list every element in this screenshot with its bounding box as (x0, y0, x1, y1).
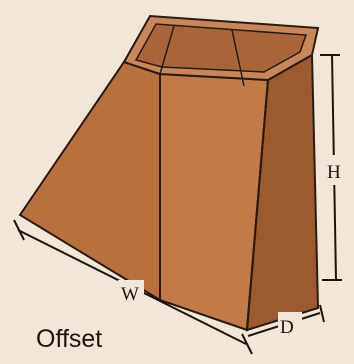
top-inner-crease-left (159, 25, 175, 75)
hood-left-face (18, 60, 161, 302)
caption-offset: Offset (36, 325, 102, 353)
hood-top-opening (122, 14, 320, 87)
height-dimension (320, 54, 346, 281)
hood-body (18, 53, 320, 332)
hood-corner-edge (246, 79, 269, 331)
width-label: W (121, 284, 139, 305)
top-inner-crease-right (231, 29, 245, 87)
depth-label: D (280, 317, 294, 338)
depth-dimension (247, 304, 325, 337)
width-dimension (13, 219, 253, 355)
height-label: H (327, 162, 341, 183)
